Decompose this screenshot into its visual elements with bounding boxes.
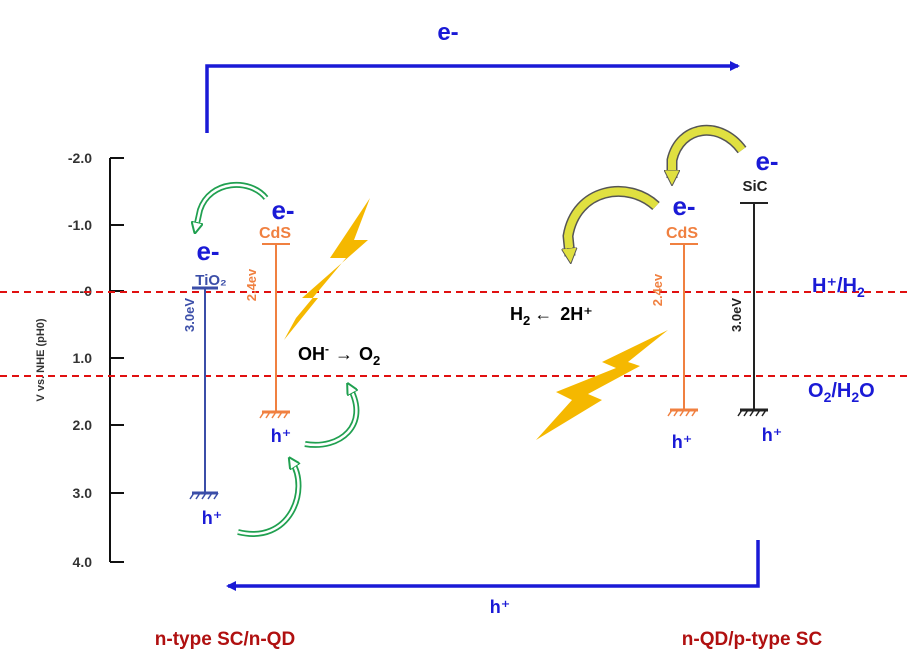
bottom-hole-flow-arrow bbox=[226, 540, 760, 591]
axis-tick-label: -2.0 bbox=[68, 150, 92, 166]
right-cds-label: CdS bbox=[666, 225, 698, 242]
axis-tick-label: 2.0 bbox=[73, 417, 93, 433]
potential-axis bbox=[109, 157, 124, 563]
right-reaction: H2←2H⁺ bbox=[510, 304, 593, 328]
right-hole-label: h⁺ bbox=[762, 425, 783, 445]
sic-gap-label: 3.0eV bbox=[729, 298, 744, 332]
right-electron-label: e- bbox=[672, 191, 695, 221]
o-reference-label: O2/H2O bbox=[808, 380, 875, 405]
left-system-title: n-type SC/n-QD bbox=[155, 629, 295, 650]
left-hole-label: h⁺ bbox=[271, 426, 292, 446]
h-reference-label: H⁺/H2 bbox=[812, 275, 865, 300]
left-hole-transfer-arrow bbox=[237, 462, 302, 537]
tio2-band bbox=[189, 286, 219, 500]
left-electron-label: e- bbox=[196, 236, 219, 266]
tio2-gap-label: 3.0eV bbox=[182, 298, 197, 332]
left-reaction: OH-→O2 bbox=[298, 342, 380, 368]
left-electron-label: e- bbox=[271, 195, 294, 225]
axis-tick-label: 3.0 bbox=[73, 485, 93, 501]
top-flow-label: e- bbox=[437, 19, 458, 46]
left-lightning-icon bbox=[284, 198, 370, 340]
left-cds-label: CdS bbox=[259, 225, 291, 242]
left-electron-transfer-arrow bbox=[196, 181, 269, 228]
right-system-title: n-QD/p-type SC bbox=[682, 629, 823, 650]
right-cds-gap-label: 2.4ev bbox=[650, 273, 665, 306]
top-electron-flow-arrow bbox=[205, 61, 740, 133]
right-electron-transfer-arrow bbox=[672, 124, 747, 178]
right-cds-band bbox=[667, 243, 698, 417]
left-hole-transfer-arrow bbox=[304, 388, 360, 448]
sic-label: SiC bbox=[742, 178, 767, 195]
right-electron-label: e- bbox=[755, 146, 778, 176]
tio2-label: TiO₂ bbox=[195, 272, 226, 289]
axis-tick-label: 1.0 bbox=[73, 350, 93, 366]
right-hole-label: h⁺ bbox=[672, 432, 693, 452]
left-hole-label: h⁺ bbox=[202, 508, 223, 528]
sic-band bbox=[737, 202, 768, 417]
axis-tick-label: 4.0 bbox=[73, 554, 93, 570]
axis-title: V vs. NHE (pH0) bbox=[35, 318, 47, 401]
right-electron-transfer-arrow bbox=[568, 186, 660, 256]
axis-tick-label: -1.0 bbox=[68, 217, 92, 233]
right-lightning-icon bbox=[536, 330, 668, 440]
left-cds-gap-label: 2.4ev bbox=[244, 268, 259, 301]
left-cds-band bbox=[259, 243, 290, 419]
bottom-flow-label: h⁺ bbox=[490, 597, 511, 617]
